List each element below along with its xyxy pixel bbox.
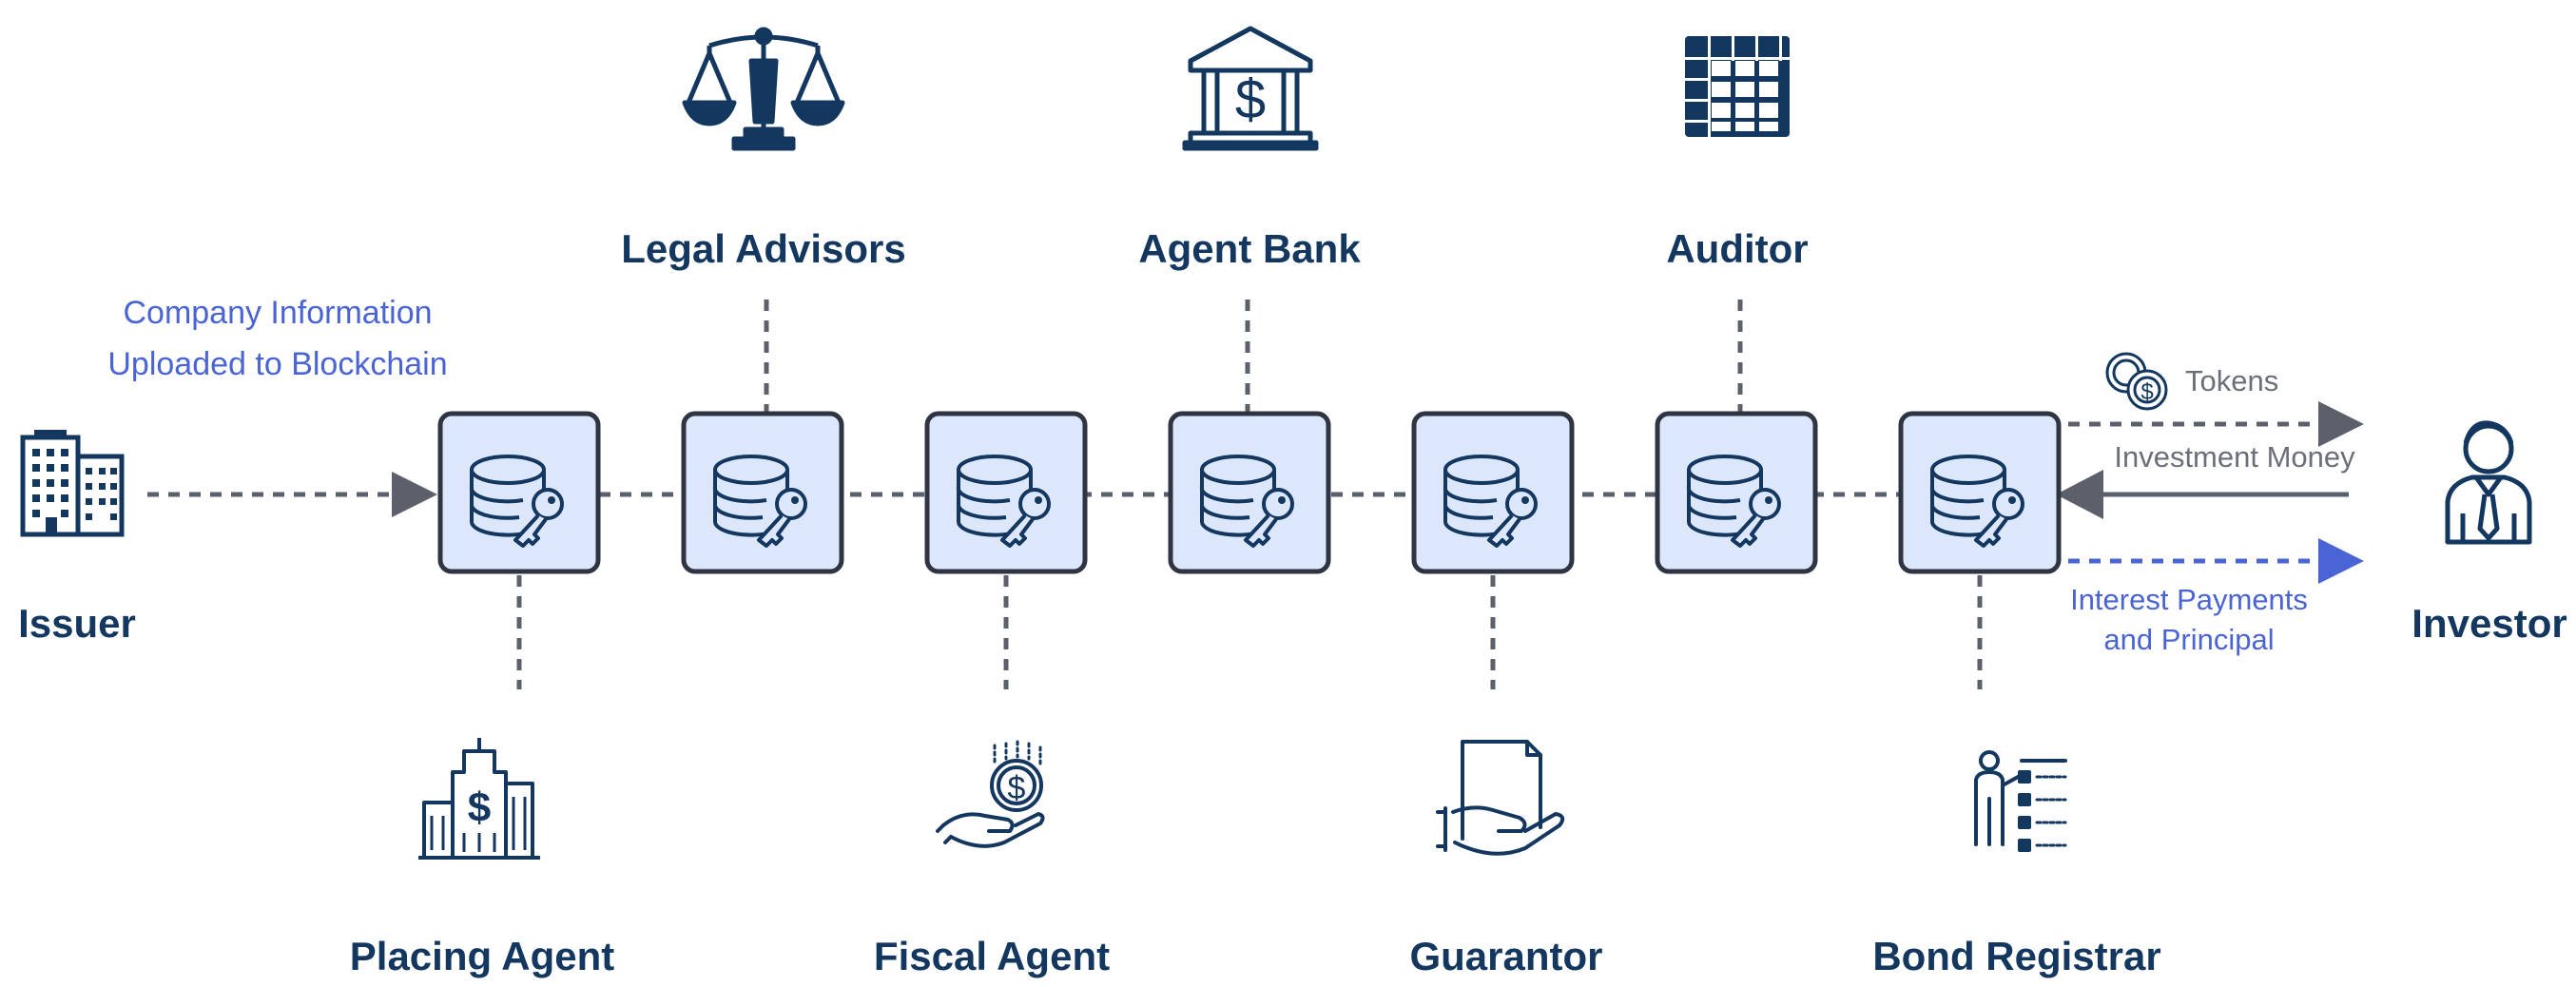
blockchain-node [1898,411,2062,574]
hand-coin-icon: $ [936,740,1045,848]
placing-agent-label: Placing Agent [349,934,615,978]
blockchain-node [437,411,601,574]
svg-text:$: $ [2140,379,2153,405]
coins-icon: $ [2105,352,2168,411]
fiscal-agent-label: Fiscal Agent [873,934,1111,978]
guarantor-label: Guarantor [1409,934,1603,978]
auditor-label: Auditor [1666,226,1809,271]
blockchain-note: Company Information Uploaded to Blockcha… [107,287,447,390]
investment-money-arrowhead [2056,470,2103,519]
businessman-icon [2445,420,2532,545]
buildings-dollar-icon: $ [418,738,540,860]
blockchain-note-line1: Company Information [123,295,433,331]
svg-text:$: $ [468,784,491,831]
issuer-label: Issuer [18,601,136,646]
svg-text:$: $ [1235,68,1266,130]
scales-of-justice-icon [682,27,845,151]
blockchain-node [1411,411,1575,574]
tokens-arrowhead [2318,401,2364,447]
tokens-label: Tokens [2185,364,2279,397]
presenter-list-icon [1974,750,2067,852]
bank-dollar-icon: $ [1182,26,1319,151]
interest-label-line1: Interest Payments [2070,583,2308,616]
interest-arrowhead [2318,538,2364,584]
bond-registrar-label: Bond Registrar [1872,934,2161,978]
blockchain-node [924,411,1088,574]
investment-money-label: Investment Money [2114,440,2355,474]
blockchain-node [1655,411,1818,574]
grid-spreadsheet-icon [1685,36,1790,137]
blockchain-node [1168,411,1331,574]
hand-document-icon [1436,740,1565,856]
blockchain-note-line2: Uploaded to Blockchain [107,346,448,382]
legal-advisors-label: Legal Advisors [621,226,906,271]
blockchain-node [681,411,844,574]
investor-label: Investor [2411,601,2567,646]
svg-text:$: $ [1008,770,1026,806]
issuer-arrowhead [392,472,437,517]
interest-label: Interest Payments and Principal [2070,580,2308,660]
interest-label-line2: and Principal [2103,623,2275,656]
agent-bank-label: Agent Bank [1138,226,1361,271]
office-building-icon [20,430,125,537]
